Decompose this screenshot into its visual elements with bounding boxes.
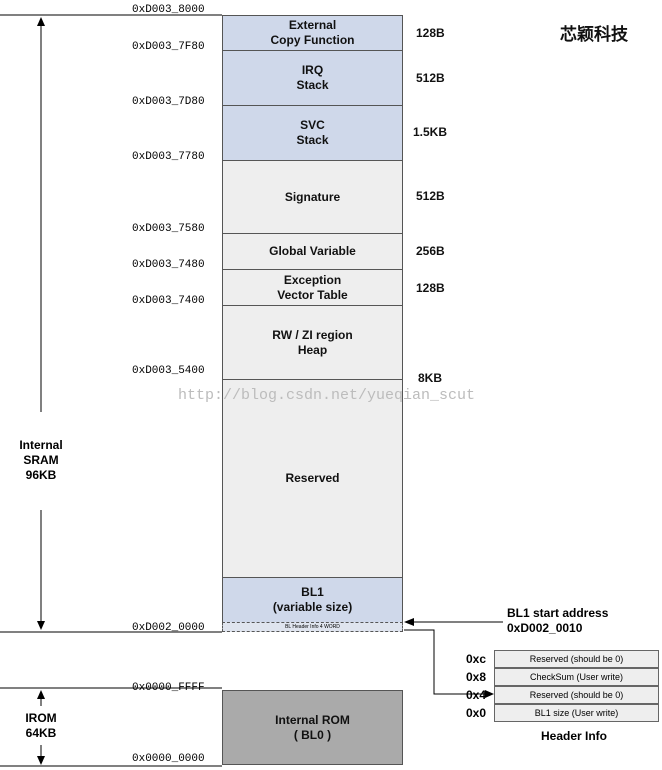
address-label: 0xD003_7480 xyxy=(132,259,205,271)
sram-span-label: Internal SRAM 96KB xyxy=(14,438,68,483)
bl1-pointer-arrowhead xyxy=(404,618,414,626)
address-label: 0xD003_7F80 xyxy=(132,41,205,53)
size-label: 1.5KB xyxy=(413,125,448,139)
brand-text: 芯颖科技 xyxy=(560,25,628,44)
address-label: 0xD002_0000 xyxy=(132,622,205,634)
irom-span-label: IROM 64KB xyxy=(18,711,64,741)
block-exception-vector-table: Exception Vector Table xyxy=(222,269,403,306)
header-offset: 0x8 xyxy=(466,670,487,684)
address-label: 0xD003_8000 xyxy=(132,4,205,16)
address-label: 0xD003_5400 xyxy=(132,365,205,377)
address-label: 0xD003_7400 xyxy=(132,295,205,307)
address-label: 0x0000_0000 xyxy=(132,753,205,765)
header-row: Reserved (should be 0) xyxy=(494,686,659,704)
size-label: 128B xyxy=(416,281,445,295)
block-internal-rom: Internal ROM ( BL0 ) xyxy=(222,690,403,765)
size-label: 256B xyxy=(416,244,445,258)
block-signature: Signature xyxy=(222,160,403,234)
block-external-copy-function: External Copy Function xyxy=(222,15,403,51)
header-info-connector xyxy=(404,629,488,695)
size-label: 512B xyxy=(416,71,445,85)
watermark-text: http://blog.csdn.net/yueqian_scut xyxy=(178,387,476,404)
header-offset: 0x4 xyxy=(466,688,487,702)
block-global-variable: Global Variable xyxy=(222,233,403,270)
block-irq-stack: IRQ Stack xyxy=(222,50,403,106)
address-label: 0xD003_7D80 xyxy=(132,96,205,108)
size-label: 512B xyxy=(416,189,445,203)
address-label: 0x0000_FFFF xyxy=(132,682,205,694)
header-offset: 0x0 xyxy=(466,706,487,720)
header-info-title: Header Info xyxy=(541,729,608,743)
header-info-arrowhead xyxy=(485,690,494,698)
header-row: BL1 size (User write) xyxy=(494,704,659,722)
address-label: 0xD003_7580 xyxy=(132,223,205,235)
size-label: 128B xyxy=(416,26,445,40)
sram-arrowhead-down xyxy=(37,621,45,630)
header-row: CheckSum (User write) xyxy=(494,668,659,686)
block-bl1: BL1 (variable size) xyxy=(222,577,403,623)
block-svc-stack: SVC Stack xyxy=(222,105,403,161)
sram-arrowhead-up xyxy=(37,17,45,26)
header-offset: 0xc xyxy=(466,652,487,666)
bl1-header-strip: BL Header Info 4 WORD xyxy=(222,622,403,632)
block-rw-zi-heap: RW / ZI region Heap xyxy=(222,305,403,380)
irom-arrowhead-down xyxy=(37,756,45,765)
bl1-start-address-label: BL1 start address 0xD002_0010 xyxy=(507,606,609,635)
irom-arrowhead-up xyxy=(37,690,45,699)
size-label: 8KB xyxy=(418,371,443,385)
address-label: 0xD003_7780 xyxy=(132,151,205,163)
header-row: Reserved (should be 0) xyxy=(494,650,659,668)
block-reserved: Reserved xyxy=(222,379,403,578)
